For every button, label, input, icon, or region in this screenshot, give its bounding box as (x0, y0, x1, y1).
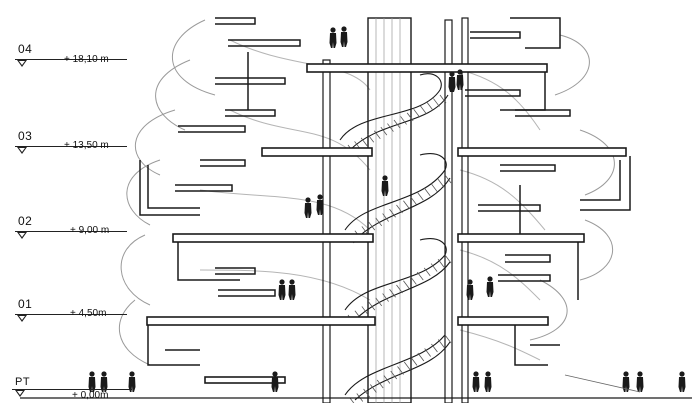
person-figure-icon (381, 175, 389, 196)
level-marker-icon (17, 60, 27, 67)
person-figure-icon (88, 371, 96, 392)
ground-line (20, 374, 692, 399)
level-number: 04 (18, 42, 33, 56)
level-line (15, 231, 127, 232)
slab-level-01-right (457, 316, 549, 326)
person-figure-icon (472, 371, 480, 392)
person-figure-icon (329, 27, 337, 48)
person-figure-icon (678, 371, 686, 392)
slab-level-03-left (261, 147, 373, 157)
ground-slab-left (204, 376, 286, 384)
slab-level-01-left (146, 316, 376, 326)
slab-level-02-right (457, 233, 585, 243)
person-figure-icon (466, 279, 474, 300)
ramp-envelope (119, 19, 615, 366)
person-figure-icon (486, 276, 494, 297)
level-line (15, 59, 127, 60)
level-marker-icon (15, 390, 25, 397)
level-line (15, 146, 127, 147)
level-elevation: + 4,50m (70, 308, 107, 319)
level-number: 01 (18, 297, 33, 311)
person-figure-icon (128, 371, 136, 392)
level-line (15, 314, 127, 315)
level-marker-icon (17, 315, 27, 322)
level-marker-icon (17, 147, 27, 154)
person-figure-icon (448, 71, 456, 92)
level-number: 02 (18, 214, 33, 228)
floor-slabs (146, 63, 627, 384)
level-elevation: + 0,00m (72, 390, 109, 401)
level-number: PT (15, 376, 31, 388)
person-figure-icon (484, 371, 492, 392)
person-figure-icon (100, 371, 108, 392)
person-figure-icon (316, 194, 324, 215)
person-figure-icon (271, 371, 279, 392)
person-figure-icon (456, 69, 464, 90)
central-core (322, 17, 469, 404)
slab-level-02-left (172, 233, 374, 243)
level-elevation: + 9,00 m (70, 225, 110, 236)
person-figure-icon (288, 279, 296, 300)
person-figure-icon (304, 197, 312, 218)
level-elevation: + 13,50 m (64, 140, 109, 151)
level-line (12, 389, 132, 390)
slab-level-03-right (457, 147, 627, 157)
person-figure-icon (636, 371, 644, 392)
slab-level-04 (306, 63, 548, 73)
person-figure-icon (340, 26, 348, 47)
people-silhouettes (88, 26, 686, 392)
level-marker-icon (17, 232, 27, 239)
cantilever-boxes (139, 17, 631, 366)
person-figure-icon (278, 279, 286, 300)
level-number: 03 (18, 129, 33, 143)
level-elevation: + 18,10 m (64, 54, 109, 65)
